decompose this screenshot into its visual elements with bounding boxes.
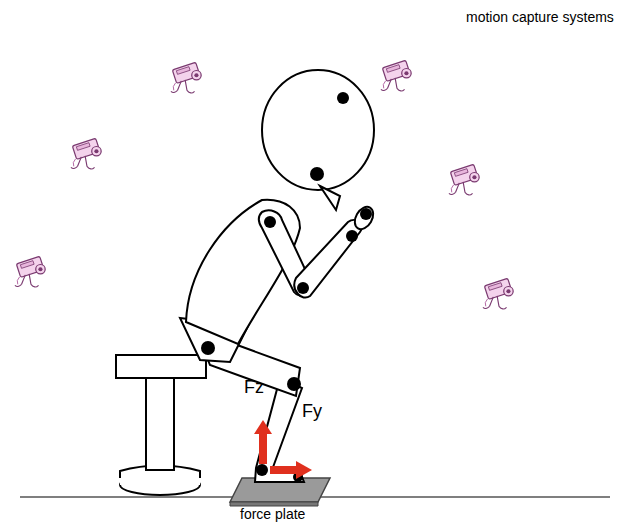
part-name: force plate [240, 507, 305, 522]
force-arrows [254, 420, 312, 479]
caption-text: motion capture systems [466, 10, 614, 25]
camera-icon [449, 164, 479, 195]
force-label: Fz [244, 378, 264, 398]
camera-icon [71, 138, 101, 169]
force-label: Fy [302, 402, 322, 422]
camera-icon [171, 62, 201, 93]
camera-icon [381, 60, 411, 91]
stool [116, 355, 206, 495]
force-plate-edge [230, 502, 318, 506]
marker-dots [201, 92, 372, 482]
camera-icon [15, 256, 45, 287]
camera-icon [483, 278, 513, 309]
human-figure [180, 70, 377, 482]
